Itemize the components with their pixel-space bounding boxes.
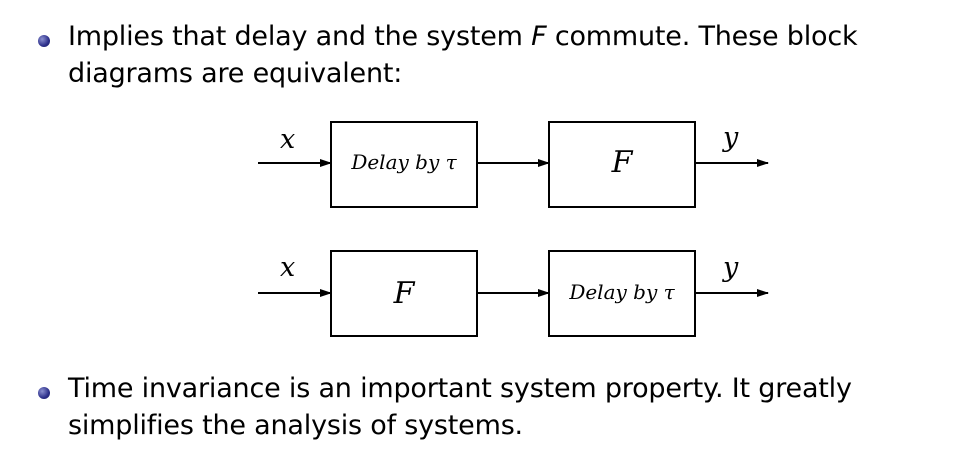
block-2 — [548, 250, 696, 337]
bullet-marker — [38, 35, 50, 47]
block-1-label: Delay by τ — [350, 150, 457, 174]
bullet-text-part-1: Implies that delay and the system — [68, 21, 532, 52]
output-signal-label: y — [722, 252, 739, 283]
block-2-label: F — [611, 145, 634, 180]
output-signal-label: y — [722, 122, 739, 153]
bullet-marker — [38, 387, 50, 399]
diagram-row-2: x F Delay by τ y — [258, 250, 769, 337]
input-signal-label: x — [280, 124, 295, 155]
block-2-label: Delay by τ — [568, 280, 675, 304]
diagram-row-1: x Delay by τ F y — [258, 121, 769, 208]
block-1 — [330, 121, 478, 208]
bullet-item-time-invariance: Time invariance is an important system p… — [38, 370, 948, 444]
bullet-text-commute: Implies that delay and the system F comm… — [68, 18, 948, 92]
block-1 — [330, 250, 478, 337]
block-1-label: F — [393, 276, 416, 311]
bullet-item-commute: Implies that delay and the system F comm… — [38, 18, 948, 92]
block-2 — [548, 121, 696, 208]
bullet-text-time-invariance: Time invariance is an important system p… — [68, 373, 852, 441]
bullet-text-part-2: commute. These block diagrams are equiva… — [68, 21, 858, 89]
input-signal-label: x — [280, 252, 295, 283]
system-variable: F — [531, 21, 547, 52]
